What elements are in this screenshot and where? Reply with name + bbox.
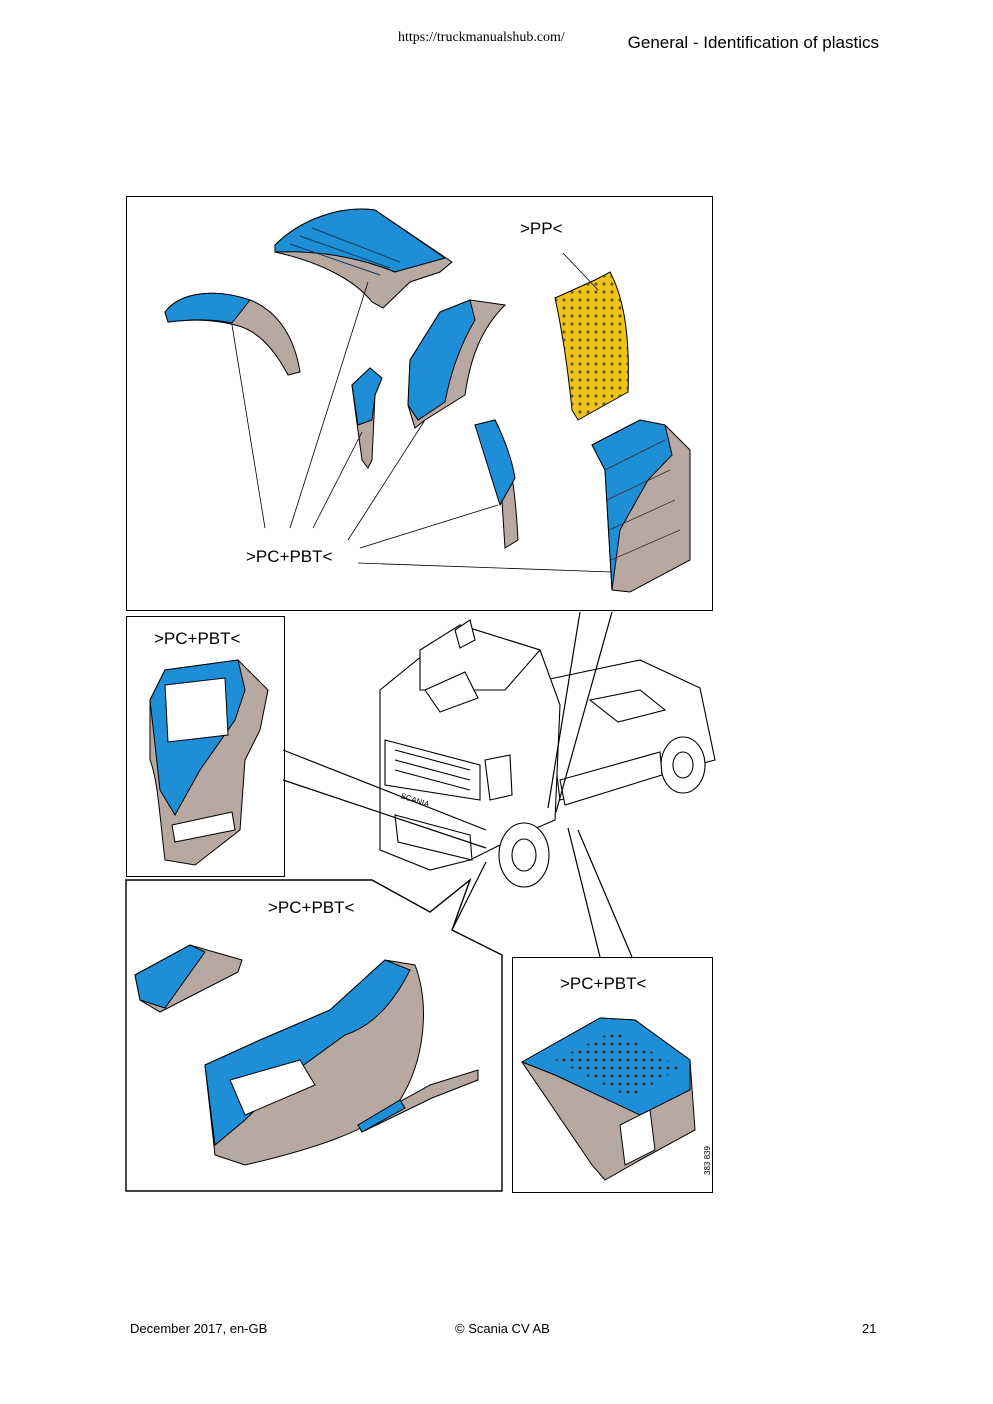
truck-illustration [379,619,716,888]
label-top-pc-pbt: >PC+PBT< [246,547,333,566]
footer-copyright: © Scania CV AB [455,1321,550,1336]
label-step-pc-pbt: >PC+PBT< [154,629,241,648]
figure-number: 383 839 [703,1146,712,1175]
label-box-pc-pbt: >PC+PBT< [560,974,647,993]
page-title: General - Identification of plastics [627,33,879,52]
footer-date: December 2017, en-GB [130,1321,268,1336]
source-url: https://truckmanualshub.com/ [398,30,565,45]
label-pp: >PP< [520,219,563,238]
label-sill-pc-pbt: >PC+PBT< [268,898,355,917]
footer-page-number: 21 [862,1321,877,1336]
